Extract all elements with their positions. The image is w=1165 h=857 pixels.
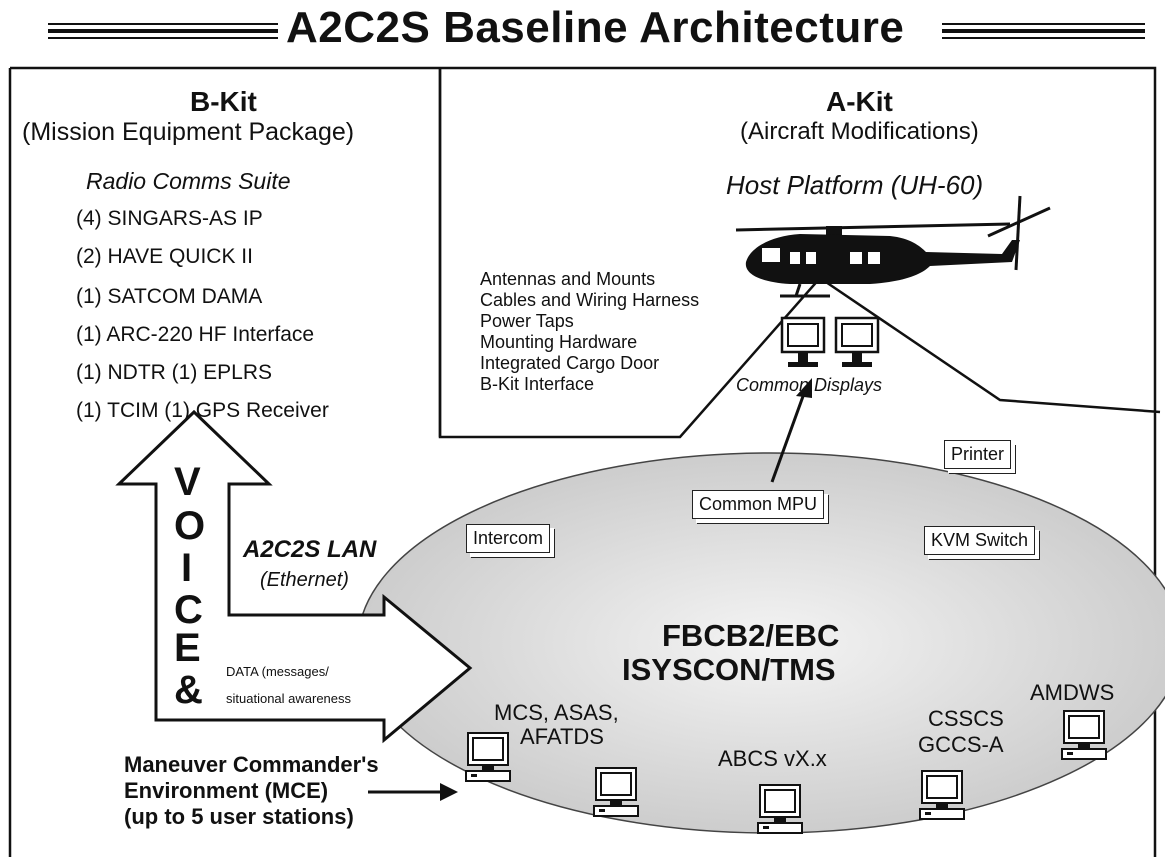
voice-data-arrow [115, 409, 473, 744]
computer-icon-amdws [1061, 710, 1107, 760]
suite-item: (1) TCIM (1) GPS Receiver [76, 399, 329, 422]
voice-letter: E [174, 626, 201, 670]
modification-item: Cables and Wiring Harness [480, 290, 700, 310]
printer-box: Printer [944, 440, 1012, 469]
kvm-switch-box: KVM Switch [924, 526, 1036, 555]
modification-item: Antennas and Mounts [480, 269, 656, 289]
modification-item: Power Taps [480, 311, 574, 331]
radio-comms-suite-heading: Radio Comms Suite [86, 168, 291, 194]
mcs-label-line-2: AFATDS [520, 724, 604, 749]
common-display-icon-1 [780, 316, 826, 367]
ethernet-label: (Ethernet) [260, 569, 349, 591]
diagram-title: A2C2S Baseline Architecture [286, 3, 905, 52]
lan-center-label-1: FBCB2/EBC [662, 618, 840, 653]
lan-label: A2C2S LAN [243, 536, 377, 563]
mce-label-line-2: Environment (MCE) [124, 778, 329, 803]
data-label-line-2: situational awareness [226, 691, 352, 706]
computer-icon-2 [593, 767, 639, 817]
lan-center-label-2: ISYSCON/TMS [622, 652, 836, 687]
title-rule-left [48, 23, 278, 39]
intercom-box: Intercom [466, 524, 551, 553]
computer-icon-abcs [757, 784, 803, 834]
modification-item: Mounting Hardware [480, 332, 638, 352]
mce-label-line-1: Maneuver Commander's [124, 752, 379, 777]
suite-item: (1) ARC-220 HF Interface [76, 323, 315, 346]
csscs-label: CSSCS [928, 706, 1004, 731]
mce-label-line-3: (up to 5 user stations) [124, 804, 354, 829]
title-rule-right [942, 23, 1145, 39]
suite-item: (2) HAVE QUICK II [76, 245, 253, 268]
gccs-label: GCCS-A [918, 732, 1004, 757]
common-display-icon-2 [834, 316, 880, 367]
suite-item: (1) SATCOM DAMA [76, 285, 263, 308]
voice-letter: & [174, 668, 203, 712]
common-mpu-box: Common MPU [692, 490, 825, 519]
suite-item: (1) NDTR (1) EPLRS [76, 361, 273, 384]
voice-letter: C [174, 588, 203, 632]
voice-letter: I [181, 546, 193, 590]
b-kit-subheading: (Mission Equipment Package) [22, 118, 355, 146]
data-label-line-1: DATA (messages/ [226, 664, 329, 679]
modification-item: Integrated Cargo Door [480, 353, 660, 373]
modification-item: B-Kit Interface [480, 374, 595, 394]
helicopter-icon [735, 195, 1051, 298]
a-kit-subheading: (Aircraft Modifications) [740, 118, 979, 145]
b-kit-heading: B-Kit [190, 86, 257, 117]
voice-letter: V [174, 460, 201, 504]
a-kit-heading: A-Kit [826, 86, 893, 117]
common-displays-label: Common Displays [736, 375, 883, 395]
suite-item: (4) SINGARS-AS IP [76, 207, 263, 230]
voice-letter: O [174, 504, 206, 548]
computer-icon-mcs [465, 732, 511, 782]
host-platform-label: Host Platform (UH-60) [726, 170, 984, 200]
computer-icon-csscs [919, 770, 965, 820]
abcs-label: ABCS vX.x [718, 746, 827, 771]
amdws-label: AMDWS [1030, 680, 1115, 705]
mcs-label-line-1: MCS, ASAS, [494, 700, 619, 725]
